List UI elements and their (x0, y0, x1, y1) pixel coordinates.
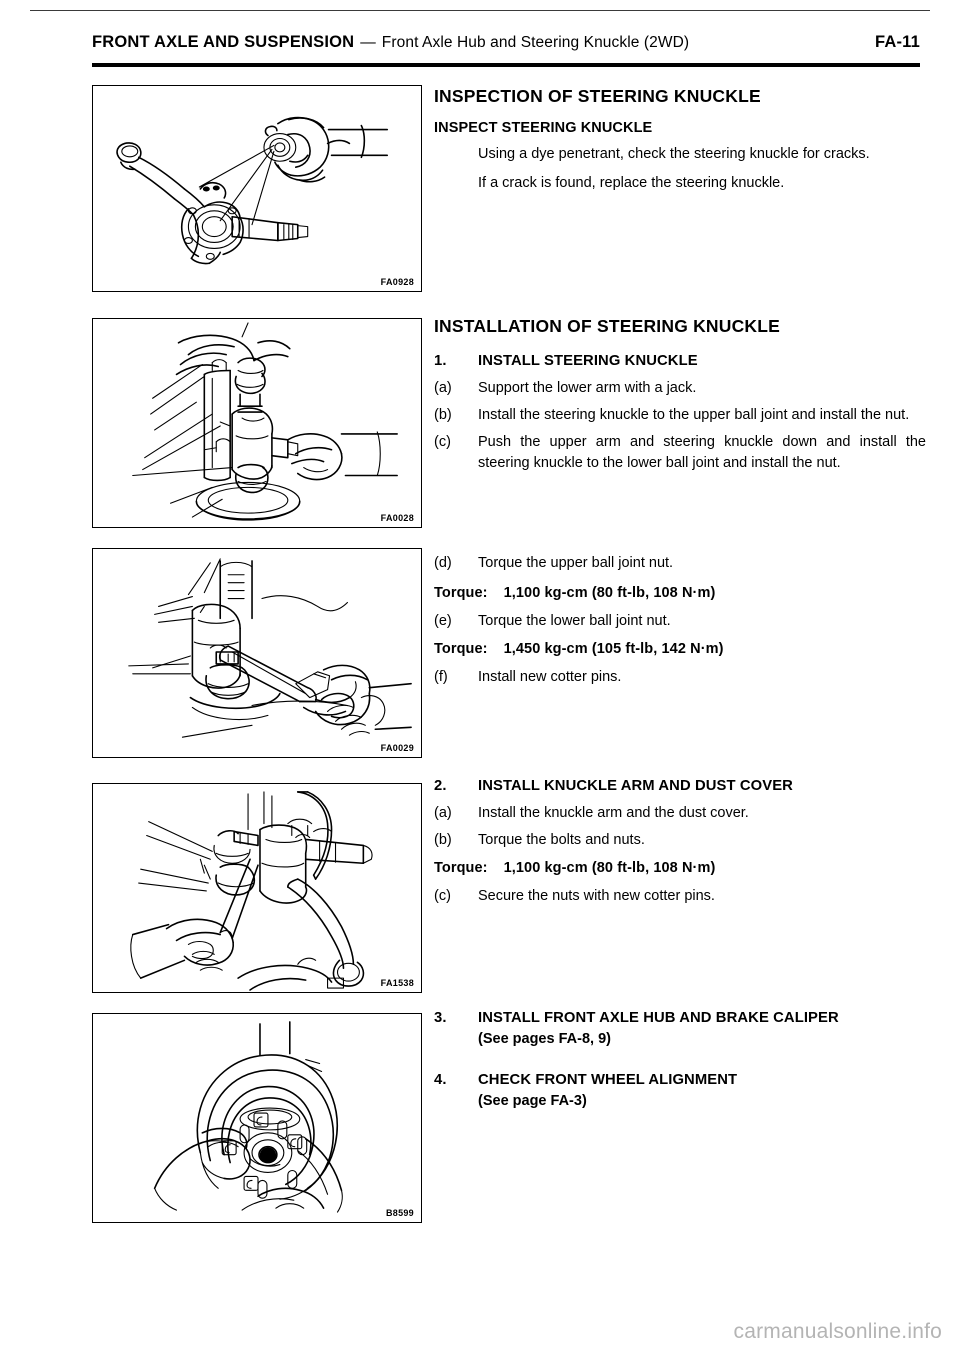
step-1-item-d-text: Torque the upper ball joint nut. (478, 555, 674, 571)
section-installation: INSTALLATION OF STEERING KNUCKLE 1. INST… (434, 316, 926, 474)
step-1-item-f-letter: (f) (434, 669, 448, 685)
step-1-item-e: (e) Torque the lower ball joint nut. (434, 611, 926, 632)
step-2-item-a: (a) Install the knuckle arm and the dust… (434, 803, 926, 824)
illustration-steering-knuckle (116, 116, 389, 265)
step-1: 1. INSTALL STEERING KNUCKLE (434, 351, 926, 372)
step-1-item-b: (b) Install the steering knuckle to the … (434, 405, 926, 426)
step-1-item-b-text: Install the steering knuckle to the uppe… (478, 407, 910, 423)
header-title: FRONT AXLE AND SUSPENSION (92, 33, 355, 51)
step-2: 2. INSTALL KNUCKLE ARM AND DUST COVER (434, 776, 926, 797)
page-number: FA-11 (874, 33, 920, 51)
step-1-item-a: (a) Support the lower arm with a jack. (434, 378, 926, 399)
step-1-torque-upper: Torque: 1,100 kg-cm (80 ft-lb, 108 N·m) (434, 583, 926, 604)
illustration-torque-wrench (128, 558, 412, 738)
step-1-item-e-letter: (e) (434, 613, 452, 629)
header-dash: — (360, 34, 376, 51)
torque-value: 1,450 kg-cm (105 ft-lb, 142 N·m) (503, 641, 724, 657)
illustration-knuckle-arm (130, 791, 373, 991)
torque-value: 1,100 kg-cm (80 ft-lb, 108 N·m) (503, 860, 716, 876)
step-2-item-b: (b) Torque the bolts and nuts. (434, 830, 926, 851)
step-2-number: 2. (434, 778, 447, 794)
section-installation-torques: (d) Torque the upper ball joint nut. Tor… (434, 553, 926, 688)
illustration-knuckle-assembly (132, 322, 398, 521)
step-3-heading: INSTALL FRONT AXLE HUB AND BRAKE CALIPER (478, 1010, 839, 1026)
figure-torque-ball-joint-nut: FA0029 (92, 548, 422, 758)
step-1-item-a-letter: (a) (434, 380, 452, 396)
inspection-subtitle: INSPECT STEERING KNUCKLE (434, 120, 653, 136)
figure-code: FA0028 (380, 513, 414, 523)
illustration-axle-hub (153, 1021, 343, 1213)
step-1-item-e-text: Torque the lower ball joint nut. (478, 613, 671, 629)
step-1-item-a-text: Support the lower arm with a jack. (478, 380, 697, 396)
step-3-number: 3. (434, 1010, 447, 1026)
torque-label: Torque: (434, 585, 488, 601)
torque-value: 1,100 kg-cm (80 ft-lb, 108 N·m) (503, 585, 716, 601)
step-2-item-b-letter: (b) (434, 832, 452, 848)
step-2-heading: INSTALL KNUCKLE ARM AND DUST COVER (478, 778, 793, 794)
figure-install-knuckle-arm-dust-cover: FA1538 (92, 783, 422, 993)
step-1-item-d-letter: (d) (434, 555, 452, 571)
step-1-item-f: (f) Install new cotter pins. (434, 667, 926, 688)
figure-front-axle-hub-brake-caliper: B8599 (92, 1013, 422, 1223)
watermark: carmanualsonline.info (733, 1320, 942, 1343)
inspection-paragraph-2: If a crack is found, replace the steerin… (478, 175, 785, 192)
page-top-rule (30, 10, 930, 11)
figure-code: FA0928 (380, 277, 414, 287)
inspection-title: INSPECTION OF STEERING KNUCKLE (434, 86, 761, 106)
figure-code: FA1538 (380, 978, 414, 988)
step-2-item-c-text: Secure the nuts with new cotter pins. (478, 888, 715, 904)
header-divider (92, 63, 920, 67)
figure-code: B8599 (385, 1208, 414, 1218)
installation-title: INSTALLATION OF STEERING KNUCKLE (434, 316, 781, 336)
step-1-item-c-text: Push the upper arm and steering knuckle … (478, 434, 926, 471)
figure-code: FA0029 (380, 743, 414, 753)
step-2-item-c: (c) Secure the nuts with new cotter pins… (434, 886, 926, 907)
step-2-item-c-letter: (c) (434, 888, 451, 904)
step-3-reference: (See pages FA-8, 9) (478, 1031, 611, 1047)
page-header: FRONT AXLE AND SUSPENSION — Front Axle H… (92, 33, 920, 59)
figure-steering-knuckle-dye-penetrant: FA0928 (92, 85, 422, 292)
step-1-item-f-text: Install new cotter pins. (478, 669, 622, 685)
figure-install-steering-knuckle: FA0028 (92, 318, 422, 528)
inspection-paragraph-1: Using a dye penetrant, check the steerin… (478, 146, 870, 163)
step-3: 3. INSTALL FRONT AXLE HUB AND BRAKE CALI… (434, 1008, 926, 1029)
torque-label: Torque: (434, 641, 488, 657)
step-1-item-d: (d) Torque the upper ball joint nut. (434, 553, 926, 574)
step-4-heading: CHECK FRONT WHEEL ALIGNMENT (478, 1072, 738, 1088)
section-step-2: 2. INSTALL KNUCKLE ARM AND DUST COVER (a… (434, 776, 926, 907)
step-1-item-c: (c) Push the upper arm and steering knuc… (434, 432, 926, 474)
step-2-torque: Torque: 1,100 kg-cm (80 ft-lb, 108 N·m) (434, 858, 926, 879)
step-4-number: 4. (434, 1072, 447, 1088)
step-1-number: 1. (434, 353, 447, 369)
step-2-item-b-text: Torque the bolts and nuts. (478, 832, 645, 848)
step-1-heading: INSTALL STEERING KNUCKLE (478, 353, 698, 369)
section-steps-3-4: 3. INSTALL FRONT AXLE HUB AND BRAKE CALI… (434, 1008, 926, 1112)
header-subtitle: Front Axle Hub and Steering Knuckle (2WD… (381, 34, 690, 51)
section-inspection: INSPECTION OF STEERING KNUCKLE INSPECT S… (434, 86, 926, 194)
step-1-item-b-letter: (b) (434, 407, 452, 423)
step-4-reference: (See page FA-3) (478, 1093, 587, 1109)
torque-label: Torque: (434, 860, 488, 876)
step-1-item-c-letter: (c) (434, 434, 451, 450)
step-2-item-a-letter: (a) (434, 805, 452, 821)
step-4: 4. CHECK FRONT WHEEL ALIGNMENT (434, 1070, 926, 1091)
step-2-item-a-text: Install the knuckle arm and the dust cov… (478, 805, 749, 821)
step-1-torque-lower: Torque: 1,450 kg-cm (105 ft-lb, 142 N·m) (434, 639, 926, 660)
